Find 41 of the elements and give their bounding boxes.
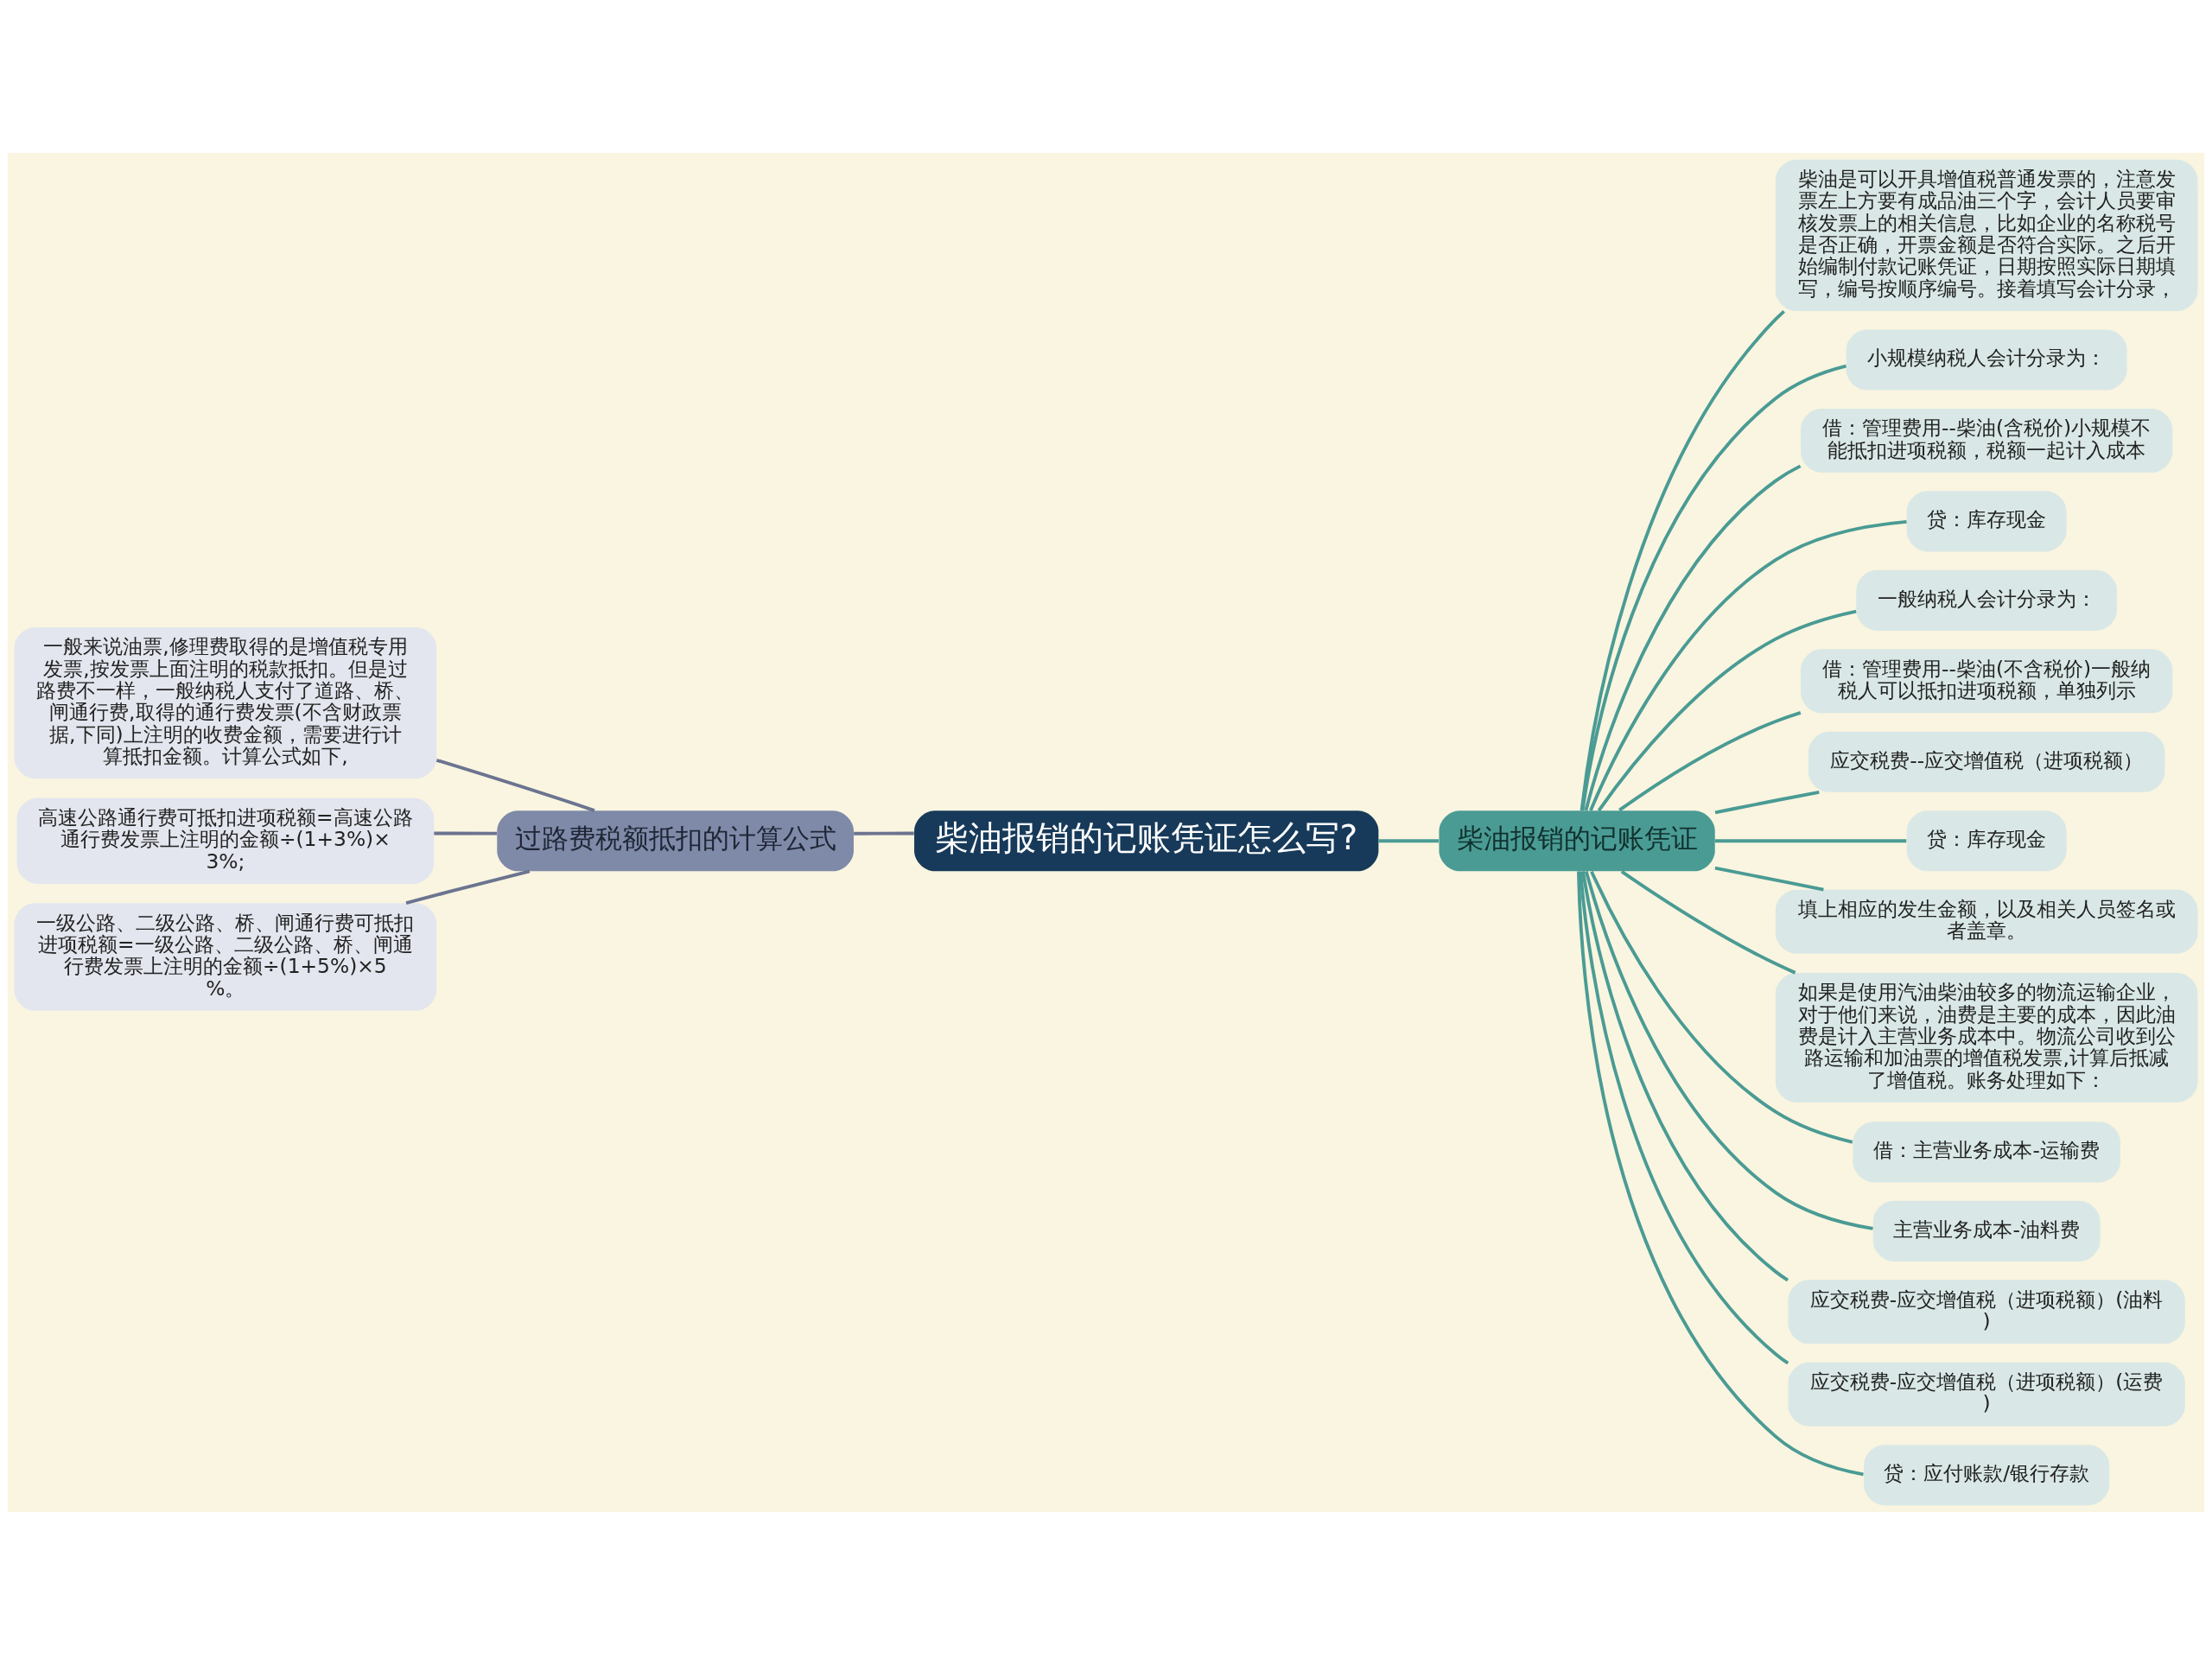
node-box: 借：主营业务成本-运输费 [1853,1122,2120,1183]
connector [435,758,595,812]
node-box: 高速公路通行费可抵扣进项税额=高速公路通行费发票上注明的金额÷(1+3%)×3%; [16,798,435,884]
connector [1577,871,1864,1477]
connector [434,831,498,836]
node-box: 借：管理费用--柴油(含税价)小规模不能抵扣进项税额，税额一起计入成本 [1801,408,2173,473]
node-box: 贷：库存现金 [1906,810,2067,872]
node-box: 柴油是可以开具增值税普通发票的，注意发票左上方要有成品油三个字，会计人员要审核发票上的相关信息，比如企业的名称税号是否正确，开票金额是否符合实际。之后开始编制付款记账凭证，日期按照实际日期填写，编号按顺序编号。接着填写会计分录， [1775,159,2198,311]
connector [854,831,914,836]
connector [1714,790,1820,815]
connector [1378,839,1439,843]
connector [1584,464,1802,811]
connector [1714,839,1907,843]
node-box: 主营业务成本-油料费 [1872,1200,2101,1261]
node-box: 应交税费--应交增值税（进项税额） [1808,731,2165,792]
node-box: 一般来说油票,修理费取得的是增值税专用发票,按发票上面注明的税款抵扣。但是过路费不一样，一般纳税人支付了道路、桥、闸通行费,取得的通行费发票(不含财政票据,下同)上注明的收费金额，需要进行计算抵扣金额。计算公式如下, [14,627,437,779]
connector [1597,609,1857,812]
node-box: 如果是使用汽油柴油较多的物流运输企业，对于他们来说，油费是主要的成本，因此油费是计入主营业务成本中。物流公司收到公路运输和加油票的增值税发票,计算后抵减了增值税。账务处理如下： [1775,973,2198,1103]
connector [1581,870,1789,1282]
connector [1589,519,1907,811]
node-box: 柴油报销的记账凭证怎么写? [914,810,1379,872]
node-box: 填上相应的发生金额，以及相关人员签名或者盖章。 [1775,889,2198,954]
node-box: 贷：库存现金 [1906,491,2067,552]
node-box: 应交税费-应交增值税（进项税额）(运费) [1788,1362,2185,1427]
node-box: 应交税费-应交增值税（进项税额）(油料) [1788,1280,2185,1344]
node-box: 一级公路、二级公路、桥、闸通行费可抵扣进项税额=一级公路、二级公路、桥、闸通行费发票上注明的金额÷(1+5%)×5%。 [14,903,437,1011]
connector [1714,866,1824,892]
node-box: 柴油报销的记账凭证 [1439,810,1715,872]
connector [1590,870,1853,1144]
node-box: 过路费税额抵扣的计算公式 [497,810,854,872]
connector [1584,870,1873,1230]
connector [1580,309,1785,811]
connector [1620,870,1796,975]
node-box: 贷：应付账款/银行存款 [1864,1445,2110,1506]
node-box: 一般纳税人会计分录为： [1856,569,2117,631]
connector [1579,871,1789,1365]
connector [1580,364,1847,811]
connector [405,869,531,905]
connector [1618,711,1802,812]
node-box: 小规模纳税人会计分录为： [1846,329,2127,391]
node-box: 借：管理费用--柴油(不含税价)一般纳税人可以抵扣进项税额，单独列示 [1801,649,2173,714]
